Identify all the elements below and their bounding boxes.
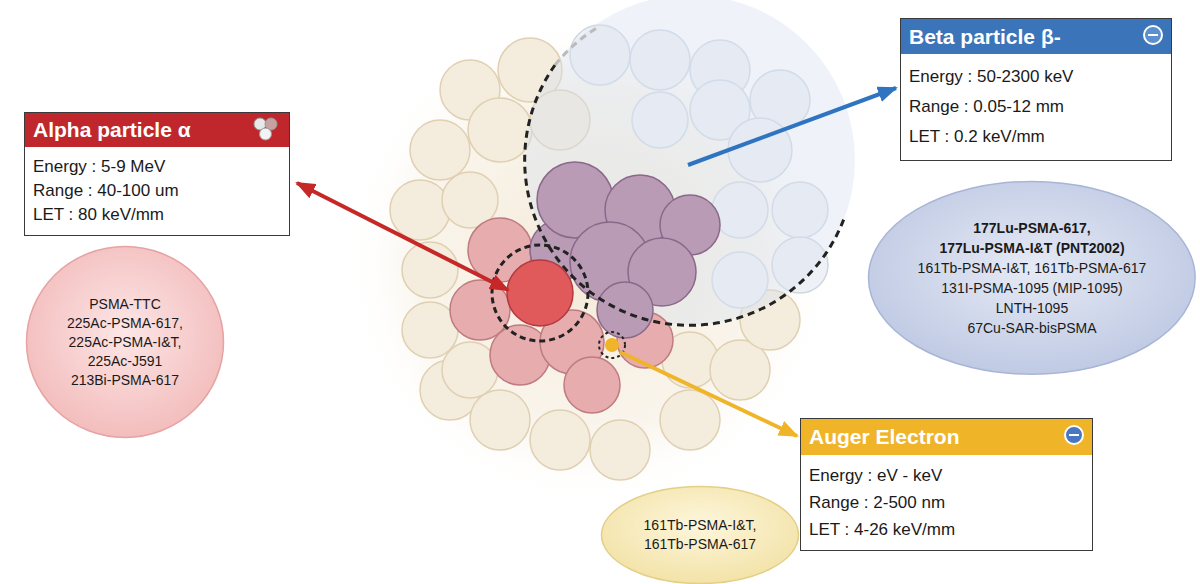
normal-cell	[470, 390, 530, 450]
box-heading: Auger Electron	[801, 419, 1092, 455]
agent-list: 161Tb-PSMA-I&T,161Tb-PSMA-617	[644, 516, 757, 554]
auger-arrow	[620, 352, 797, 436]
beta-range-outline	[555, 26, 600, 65]
property-line: Range : 2-500 nm	[809, 489, 1082, 516]
minus-sign	[1069, 434, 1079, 436]
property-line: Range : 0.05-12 mm	[909, 92, 1161, 122]
electron-icon	[1065, 426, 1083, 444]
box-heading: Beta particle β-	[901, 19, 1171, 54]
tumor-cell	[597, 282, 653, 338]
agent-name: PSMA-TTC	[67, 295, 183, 314]
normal-cell	[660, 390, 720, 450]
electron	[1144, 26, 1162, 44]
box-body: Energy : 50-2300 keVRange : 0.05-12 mmLE…	[901, 54, 1171, 160]
ellipse-shape	[869, 182, 1196, 375]
nucleon	[260, 128, 272, 140]
agent-list: PSMA-TTC225Ac-PSMA-617,225Ac-PSMA-I&T,22…	[67, 295, 183, 390]
agent-name: 67Cu-SAR-bisPSMA	[918, 318, 1147, 338]
property-line: LET : 80 keV/mm	[33, 203, 279, 227]
alpha-range-outline	[492, 245, 588, 341]
alpha-target-cell	[507, 260, 573, 326]
agent-name: 225Ac-PSMA-I&T,	[67, 333, 183, 352]
property-line: LET : 4-26 keV/mm	[809, 516, 1082, 543]
alpha-agents-ellipse: PSMA-TTC225Ac-PSMA-617,225Ac-PSMA-I&T,22…	[25, 245, 225, 439]
agent-name: LNTH-1095	[918, 298, 1147, 318]
agent-name: 161Tb-PSMA-617	[644, 535, 757, 554]
box-body: Energy : 5-9 MeVRange : 40-100 umLET : 8…	[25, 147, 289, 235]
agent-name: 177Lu-PSMA-617,	[918, 218, 1147, 238]
beta-agents-ellipse: 177Lu-PSMA-617,177Lu-PSMA-I&T (PNT2002)1…	[867, 180, 1197, 376]
agent-name: 225Ac-J591	[67, 352, 183, 371]
normal-cell	[530, 410, 590, 470]
normal-cell	[390, 180, 450, 240]
agent-name: 177Lu-PSMA-I&T (PNT2002)	[918, 238, 1147, 258]
beta-box: Beta particle β-Energy : 50-2300 keVRang…	[900, 18, 1172, 161]
alpha-icon	[254, 118, 277, 140]
beta-arrow	[688, 88, 896, 165]
agent-list: 177Lu-PSMA-617,177Lu-PSMA-I&T (PNT2002)1…	[918, 218, 1147, 338]
property-line: Energy : 5-9 MeV	[33, 155, 279, 179]
ellipse-outline	[600, 485, 800, 584]
agent-name: 161Tb-PSMA-I&T,	[644, 516, 757, 535]
nucleon	[265, 118, 277, 130]
auger-box: Auger ElectronEnergy : eV - keVRange : 2…	[800, 418, 1093, 551]
normal-cell	[410, 120, 470, 180]
nucleon	[254, 118, 266, 130]
agent-name: 225Ac-PSMA-617,	[67, 314, 183, 333]
auger-target	[605, 338, 619, 352]
minus-sign	[1148, 34, 1158, 36]
tumor-cell	[564, 357, 620, 413]
ellipse-shape	[602, 487, 799, 584]
agent-name: 213Bi-PSMA-617	[67, 371, 183, 390]
normal-cell	[590, 420, 650, 480]
ellipse-outline	[867, 180, 1197, 376]
box-heading: Alpha particle α	[25, 113, 289, 147]
electron	[1065, 426, 1083, 444]
normal-cell	[468, 98, 532, 162]
agent-name: 161Tb-PSMA-I&T, 161Tb-PSMA-617	[918, 258, 1147, 278]
alpha-box: Alpha particle αEnergy : 5-9 MeVRange : …	[24, 112, 290, 236]
property-line: Range : 40-100 um	[33, 179, 279, 203]
electron-icon	[1144, 26, 1162, 44]
property-line: LET : 0.2 keV/mm	[909, 122, 1161, 152]
alpha-arrow	[297, 183, 508, 290]
box-body: Energy : eV - keVRange : 2-500 nmLET : 4…	[801, 455, 1092, 550]
auger-agents-ellipse: 161Tb-PSMA-I&T,161Tb-PSMA-617	[600, 485, 800, 584]
ellipse-shape	[27, 247, 224, 438]
property-line: Energy : 50-2300 keV	[909, 62, 1161, 92]
agent-name: 131I-PSMA-1095 (MIP-1095)	[918, 278, 1147, 298]
property-line: Energy : eV - keV	[809, 462, 1082, 489]
